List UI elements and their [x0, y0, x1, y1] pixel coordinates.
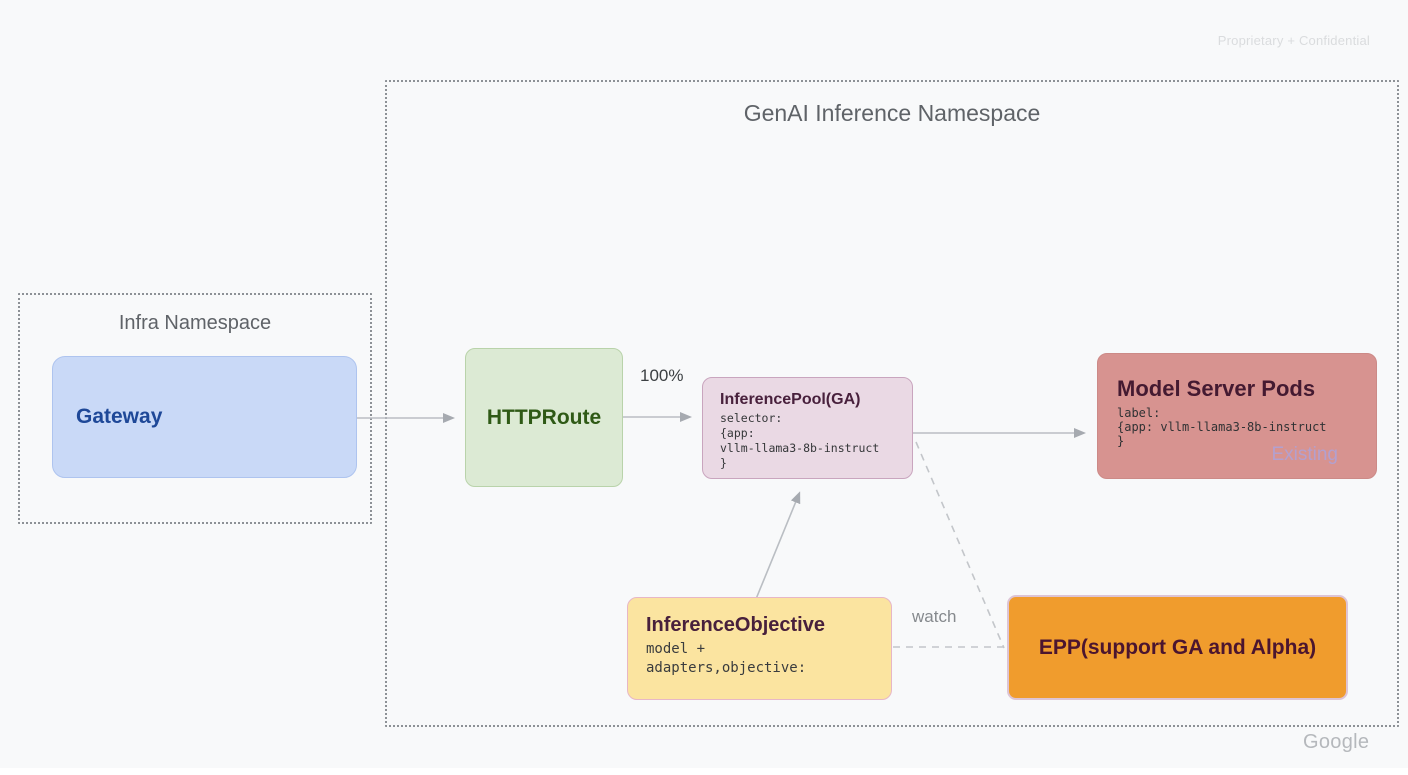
inference-pool-selector-code: selector: {app: vllm-llama3-8b-instruct … — [720, 411, 880, 470]
model-server-pods-node: Model Server Pods label: {app: vllm-llam… — [1097, 353, 1377, 479]
epp-label: EPP(support GA and Alpha) — [1038, 635, 1317, 659]
infra-namespace-box: Infra Namespace — [18, 293, 372, 524]
inference-objective-title: InferenceObjective — [646, 614, 825, 636]
epp-node: EPP(support GA and Alpha) — [1007, 595, 1348, 700]
infra-namespace-title: Infra Namespace — [118, 312, 272, 334]
route-weight-label: 100% — [640, 366, 684, 385]
genai-namespace-title: GenAI Inference Namespace — [743, 100, 1041, 126]
model-server-pods-label-code: label: {app: vllm-llama3-8b-instruct } — [1117, 406, 1327, 448]
gateway-label: Gateway — [76, 405, 163, 428]
inference-objective-node: InferenceObjective model + adapters,obje… — [627, 597, 892, 700]
bottom-strip — [0, 768, 1408, 775]
existing-badge: Existing — [1271, 444, 1338, 465]
httproute-label: HTTPRoute — [486, 405, 602, 429]
inference-objective-code: model + adapters,objective: — [646, 641, 807, 676]
inference-pool-node: InferencePool(GA) selector: {app: vllm-l… — [702, 377, 913, 479]
gateway-node: Gateway — [52, 356, 357, 478]
confidential-watermark: Proprietary + Confidential — [1217, 33, 1370, 48]
genai-namespace-box: GenAI Inference Namespace — [385, 80, 1399, 727]
google-logo: Google — [1303, 731, 1370, 753]
httproute-node: HTTPRoute — [465, 348, 623, 487]
inference-pool-title: InferencePool(GA) — [720, 391, 861, 408]
model-server-pods-title: Model Server Pods — [1117, 376, 1316, 401]
watch-label: watch — [912, 607, 957, 626]
